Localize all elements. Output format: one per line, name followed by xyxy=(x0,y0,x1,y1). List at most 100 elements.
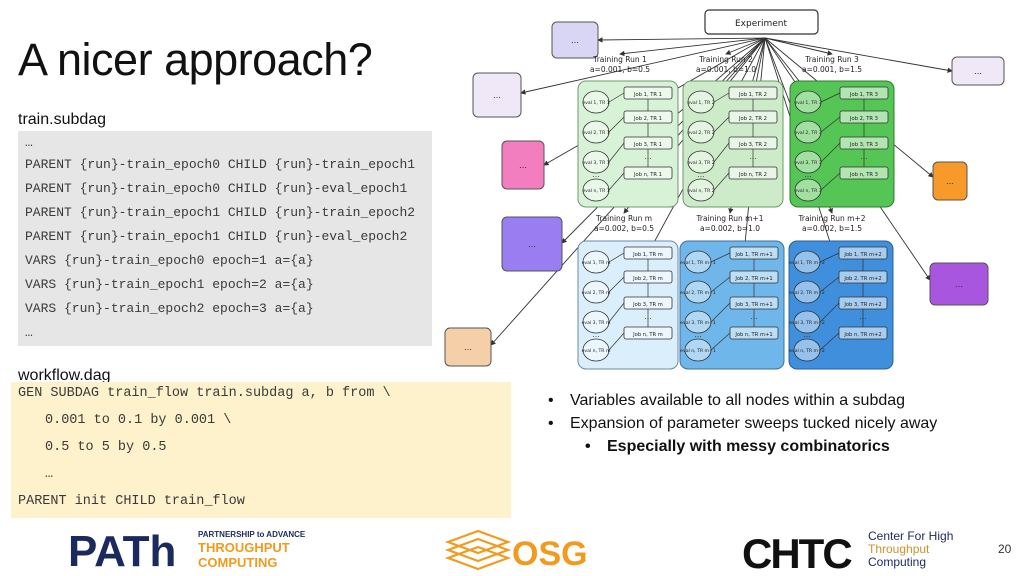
job-to-eval-edge xyxy=(710,332,731,351)
job-node-label: Job 1, TR m+2 xyxy=(843,252,881,258)
job-to-eval-edge xyxy=(608,92,625,103)
workflow-line: 0.001 to 0.1 by 0.001 \ xyxy=(45,413,232,428)
experiment-node xyxy=(704,9,819,35)
dependency-arrow xyxy=(520,37,766,95)
eval-ellipsis: … xyxy=(698,171,705,179)
job-node-label: Job 3, TR 1 xyxy=(633,142,662,148)
eval-node-label: eval 1, TR 1 xyxy=(582,100,609,106)
workflow-label: workflow.dag xyxy=(18,367,111,384)
job-to-eval-edge xyxy=(713,116,730,133)
path-logo: PATh PARTNERSHIP to ADVANCE THROUGHPUT C… xyxy=(68,527,306,576)
bullet-marker: • xyxy=(585,438,591,455)
eval-node-label: eval 3, TR 1 xyxy=(582,160,609,166)
bullet-text: Expansion of parameter sweeps tucked nic… xyxy=(570,415,938,432)
job-to-eval-edge xyxy=(608,116,625,133)
job-node-label: Job 3, TR m+2 xyxy=(843,302,881,308)
job-to-eval-edge xyxy=(713,92,730,103)
dependency-arrow xyxy=(764,37,833,56)
eval-node-label: eval 3, TR 3 xyxy=(794,160,821,166)
job-to-eval-edge xyxy=(710,302,731,323)
eval-node-label: eval 2, TR m xyxy=(582,290,611,296)
placeholder-node-label: … xyxy=(955,280,963,289)
job-node-label: Job 1, TR m xyxy=(632,252,663,258)
workflow-code-block: GEN SUBDAG train_flow train.subdag a, b … xyxy=(11,382,511,518)
training-run-title: Training Run 1 xyxy=(592,55,647,64)
eval-node-label: eval 2, TR m+1 xyxy=(680,290,716,296)
job-node-label: Job 3, TR 3 xyxy=(849,142,878,148)
osg-logo: OSG xyxy=(444,529,588,573)
training-run-params: a=0.002, b=1.5 xyxy=(802,224,862,233)
eval-node-label: eval n, TR m+2 xyxy=(789,348,825,354)
job-node-label: Job n, TR 1 xyxy=(633,172,662,178)
eval-node-label: eval 3, TR m xyxy=(582,320,611,326)
eval-node-label: eval 1, TR 2 xyxy=(687,100,714,106)
eval-node-label: eval n, TR 2 xyxy=(687,188,714,194)
subdag-line: PARENT {run}-train_epoch1 CHILD {run}-tr… xyxy=(25,205,416,220)
eval-node-label: eval 2, TR 2 xyxy=(687,130,714,136)
job-node-label: Job 1, TR 3 xyxy=(849,92,878,98)
job-to-eval-edge xyxy=(608,276,625,293)
job-ellipsis: … xyxy=(645,153,652,161)
job-to-eval-edge xyxy=(713,142,730,163)
job-node-label: Job 3, TR 2 xyxy=(738,142,767,148)
footer-logos: PATh PARTNERSHIP to ADVANCE THROUGHPUT C… xyxy=(68,527,953,576)
workflow-line: PARENT init CHILD train_flow xyxy=(18,494,245,509)
eval-node-label: eval 2, TR 3 xyxy=(794,130,821,136)
job-to-eval-edge xyxy=(820,172,841,191)
chtc-logo-main: CHTC xyxy=(742,530,852,576)
training-run-title: Training Run m xyxy=(595,214,652,223)
eval-node-label: eval 2, TR m+2 xyxy=(789,290,825,296)
placeholder-node xyxy=(472,72,522,118)
bullet-marker: • xyxy=(548,415,554,432)
eval-node-label: eval 1, TR m+1 xyxy=(680,260,716,266)
experiment-node-label: Experiment xyxy=(735,19,787,29)
workflow-line: 0.5 to 5 by 0.5 xyxy=(45,440,167,455)
workflow-line: … xyxy=(45,467,54,482)
placeholder-node-label: … xyxy=(519,161,527,170)
job-node-label: Job 2, TR 1 xyxy=(633,116,662,122)
training-run-title: Training Run m+2 xyxy=(797,214,865,223)
chtc-logo-line: Computing xyxy=(868,555,926,569)
job-to-eval-edge xyxy=(820,142,841,163)
job-node-label: Job 2, TR 2 xyxy=(738,116,767,122)
job-node-label: Job 2, TR m xyxy=(632,276,663,282)
experiment-diagram: Experiment……………………Training Run 1a=0.001,… xyxy=(444,9,1005,370)
page-number: 20 xyxy=(998,542,1012,556)
job-node-label: Job 3, TR m xyxy=(632,302,663,308)
job-to-eval-edge xyxy=(819,252,840,263)
osg-layers-icon xyxy=(444,529,512,571)
job-ellipsis: … xyxy=(751,313,758,321)
placeholder-node xyxy=(551,21,599,59)
dependency-arrow xyxy=(725,37,766,55)
placeholder-node-label: … xyxy=(464,343,472,352)
subdag-label: train.subdag xyxy=(18,111,107,128)
training-run-params: a=0.001, b=0.5 xyxy=(590,65,650,74)
job-ellipsis: … xyxy=(861,153,868,161)
placeholder-node-label: … xyxy=(528,240,536,249)
bullet-marker: • xyxy=(548,392,554,409)
path-logo-line: PARTNERSHIP to ADVANCE xyxy=(198,530,306,539)
placeholder-node xyxy=(501,140,545,190)
job-node-label: Job 1, TR 1 xyxy=(633,92,662,98)
job-node-label: Job 1, TR 2 xyxy=(738,92,767,98)
job-to-eval-edge xyxy=(710,252,731,263)
job-to-eval-edge xyxy=(608,142,625,163)
subdag-line: VARS {run}-train_epoch0 epoch=1 a={a} xyxy=(25,253,314,268)
workflow-line: GEN SUBDAG train_flow train.subdag a, b … xyxy=(18,386,391,401)
job-to-eval-edge xyxy=(819,332,840,351)
subdag-code-block: … PARENT {run}-train_epoch0 CHILD {run}-… xyxy=(18,131,432,346)
eval-node-label: eval n, TR m+1 xyxy=(680,348,716,354)
training-run-title: Training Run m+1 xyxy=(695,214,763,223)
path-logo-main: PATh xyxy=(68,527,176,576)
placeholder-node xyxy=(929,262,989,306)
placeholder-node xyxy=(501,216,563,272)
placeholder-node-label: … xyxy=(571,36,579,45)
path-logo-line: COMPUTING xyxy=(198,555,277,570)
chtc-logo: CHTC Center For High Throughput Computin… xyxy=(742,529,953,576)
training-run-params: a=0.001, b=1.0 xyxy=(696,65,756,74)
slide-title: A nicer approach? xyxy=(18,34,373,85)
job-node-label: Job 2, TR 3 xyxy=(849,116,878,122)
dependency-arrow xyxy=(619,37,766,57)
placeholder-node-label: … xyxy=(974,67,982,76)
training-run-title: Training Run 3 xyxy=(804,55,859,64)
